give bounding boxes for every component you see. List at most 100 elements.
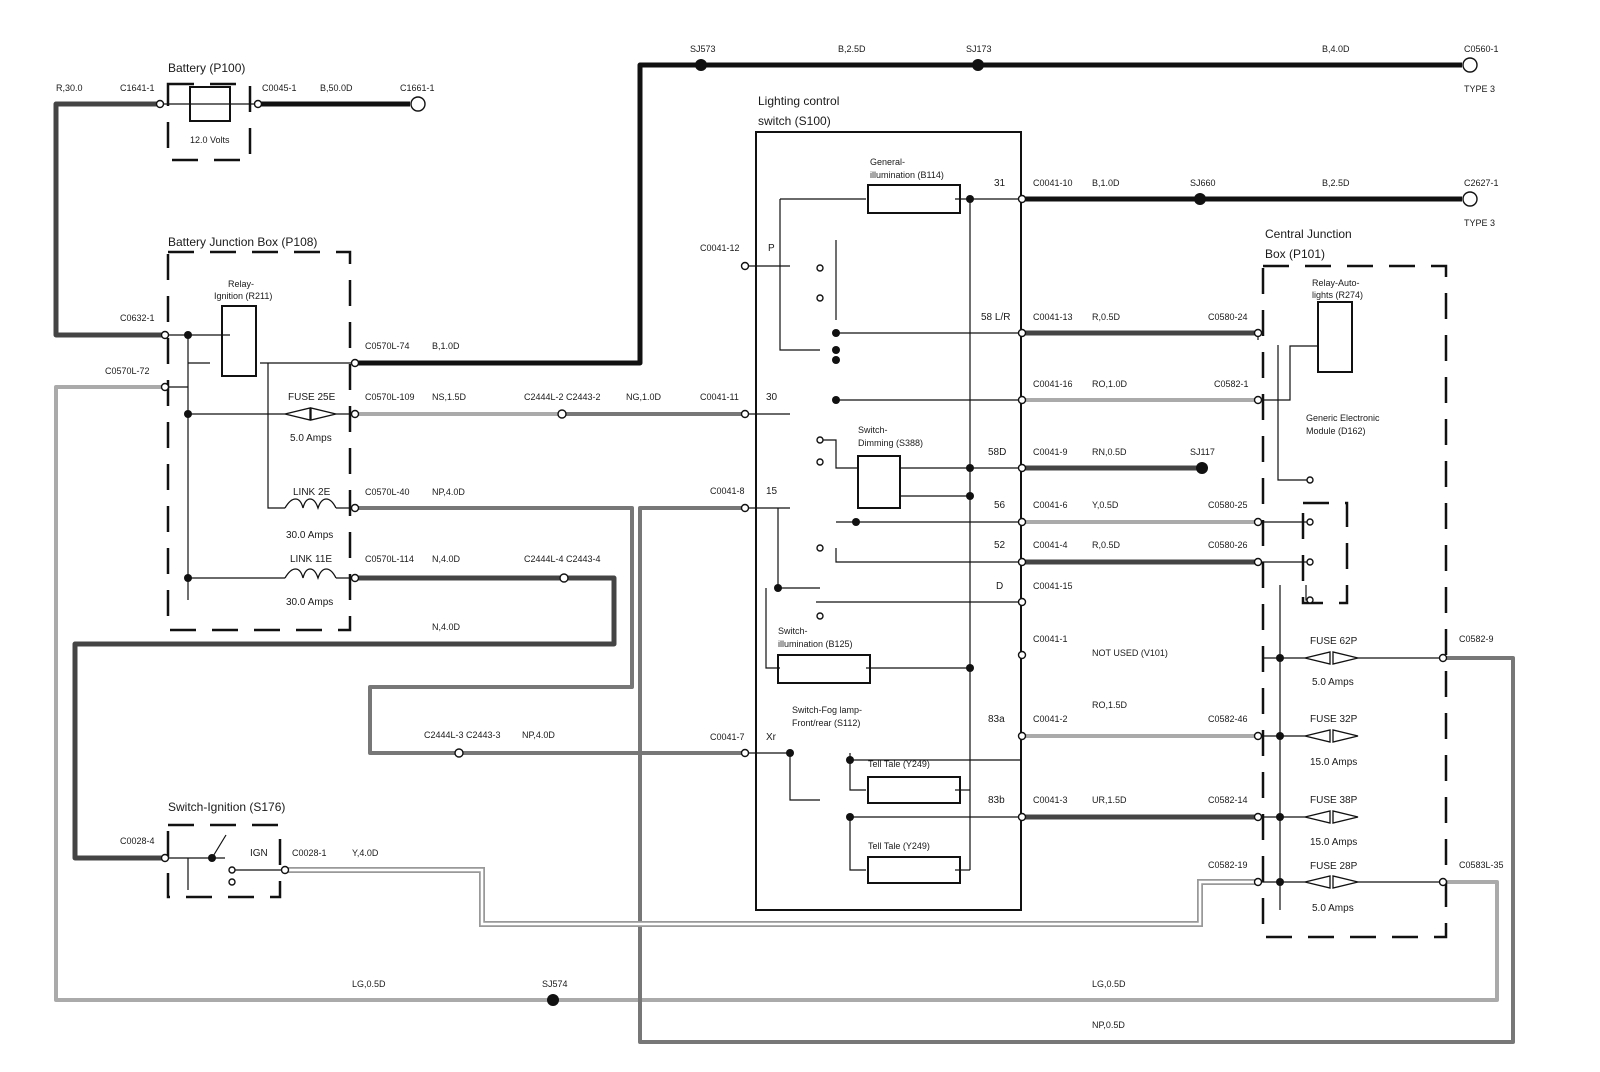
splice-sj574	[547, 994, 559, 1006]
fuse-38p-symbol	[1304, 810, 1359, 824]
splice-sj173	[972, 59, 984, 71]
link-11e-name: LINK 11E	[290, 554, 332, 565]
wire-y40	[285, 867, 1255, 927]
conn-c0041-6: C0041-6	[1033, 500, 1068, 510]
telltale2-box	[867, 856, 961, 884]
wires	[53, 62, 1515, 1044]
telltale1-label: Tell Tale (Y249)	[868, 759, 930, 769]
battery-box	[166, 82, 252, 162]
pin-d: D	[996, 581, 1003, 592]
ign-position: IGN	[250, 848, 268, 859]
foglamp-label-2: Front/rear (S112)	[792, 718, 860, 728]
conn-c0582-46: C0582-46	[1208, 714, 1248, 724]
bjb-title: Battery Junction Box (P108)	[168, 235, 317, 249]
pin-58d: 58D	[988, 447, 1006, 458]
conn-c0041-16: C0041-16	[1033, 379, 1073, 389]
wire-n40b	[72, 575, 617, 861]
wire-y40-core	[285, 868, 1255, 926]
foglamp-label-1: Switch-Fog lamp-	[792, 705, 862, 715]
conn-c0580-26: C0580-26	[1208, 540, 1248, 550]
splice-sj573	[695, 59, 707, 71]
gem-box	[1301, 501, 1349, 605]
conn-c0570l109: C0570L-109	[365, 392, 415, 402]
bjb-box	[166, 250, 352, 632]
conn-c0570l40: C0570L-40	[365, 487, 410, 497]
conn-c2627: C2627-1	[1464, 178, 1499, 188]
conn-c0041-10: C0041-10	[1033, 178, 1073, 188]
thin-wiring	[160, 86, 1443, 910]
battery-volts: 12.0 Volts	[190, 135, 230, 145]
label-sj573: SJ573	[690, 44, 716, 54]
relay-ignition-label-2: Ignition (R211)	[214, 291, 272, 301]
splice-sj117	[1196, 462, 1208, 474]
lcs-box	[755, 131, 1022, 911]
connector-pins	[155, 57, 1478, 887]
wire-label-ro10: RO,1.0D	[1092, 379, 1128, 389]
switch-term-p: P	[768, 243, 775, 254]
conn-c0582-9: C0582-9	[1459, 634, 1494, 644]
fuse-38p-rating: 15.0 Amps	[1310, 837, 1357, 848]
fuse-25e-name: FUSE 25E	[288, 392, 336, 403]
splice-sj660	[1194, 193, 1206, 205]
conn-c0582-1: C0582-1	[1214, 379, 1249, 389]
wire-np40a	[355, 506, 634, 755]
dimming-label-1: Switch-	[858, 425, 888, 435]
fuse-62p-name: FUSE 62P	[1310, 636, 1358, 647]
conn-c0041-13: C0041-13	[1033, 312, 1073, 322]
switch-term-30: 30	[766, 392, 778, 403]
pin-58lr: 58 L/R	[981, 312, 1010, 323]
conn-c0028-1: C0028-1	[292, 848, 327, 858]
conn-c0041-15: C0041-15	[1033, 581, 1073, 591]
gen-illum-label-2: illumination (B114)	[870, 170, 944, 180]
conn-c0041-4: C0041-4	[1033, 540, 1068, 550]
sw-illum-box	[777, 654, 871, 684]
dimming-box	[857, 455, 901, 509]
wire-label-rn05: RN,0.5D	[1092, 447, 1127, 457]
wire-lg05	[54, 385, 1499, 1002]
wire-label-lg05a: LG,0.5D	[352, 979, 386, 989]
fuse-62p-rating: 5.0 Amps	[1312, 677, 1354, 688]
gen-illum-label-1: General-	[870, 157, 905, 167]
ground-c1661	[410, 96, 426, 112]
conn-c0045: C0045-1	[262, 83, 297, 93]
gem-label-2: Module (D162)	[1306, 426, 1366, 436]
fuse-38p-name: FUSE 38P	[1310, 795, 1358, 806]
wire-label-np40a: NP,4.0D	[432, 487, 465, 497]
conn-c0041-7: C0041-7	[710, 732, 745, 742]
pin-52: 52	[994, 540, 1006, 551]
conn-c1641: C1641-1	[120, 83, 155, 93]
wire-np05	[638, 506, 1515, 1044]
ign-box	[166, 823, 282, 899]
conn-c0583l35: C0583L-35	[1459, 860, 1504, 870]
label-sj117: SJ117	[1190, 447, 1215, 457]
conn-c0582-19: C0582-19	[1208, 860, 1248, 870]
link-11e-rating: 30.0 Amps	[286, 597, 333, 608]
lcs-title-2: switch (S100)	[758, 114, 831, 128]
conn-c0028-4: C0028-4	[120, 836, 155, 846]
conn-c0041-12: C0041-12	[700, 243, 740, 253]
conn-c0041-2: C0041-2	[1033, 714, 1068, 724]
link-11e-symbol	[284, 568, 337, 581]
fuse-62p-symbol	[1304, 651, 1359, 665]
wire-label-b40: B,4.0D	[1322, 44, 1350, 54]
link-2e-symbol	[284, 498, 337, 511]
relay-autolights-label-1: Relay-Auto-	[1312, 278, 1360, 288]
conn-c0041-9: C0041-9	[1033, 447, 1068, 457]
conn-c1661: C1661-1	[400, 83, 435, 93]
link-2e-name: LINK 2E	[293, 487, 331, 498]
wire-label-ur15: UR,1.5D	[1092, 795, 1127, 805]
link-2e-rating: 30.0 Amps	[286, 530, 333, 541]
sw-illum-label-1: Switch-	[778, 626, 808, 636]
relay-ignition	[221, 305, 257, 377]
wire-label-np40b: NP,4.0D	[522, 730, 555, 740]
wire-label-n40b: N,4.0D	[432, 622, 461, 632]
label-sj574: SJ574	[542, 979, 568, 989]
wire-label-b10a: B,1.0D	[432, 341, 460, 351]
wire-label-lg05b: LG,0.5D	[1092, 979, 1126, 989]
conn-c0041-8: C0041-8	[710, 486, 745, 496]
fuse-symbols	[284, 407, 1359, 889]
wire-label-r05a: R,0.5D	[1092, 312, 1121, 322]
wire-label-notused: NOT USED (V101)	[1092, 648, 1168, 658]
